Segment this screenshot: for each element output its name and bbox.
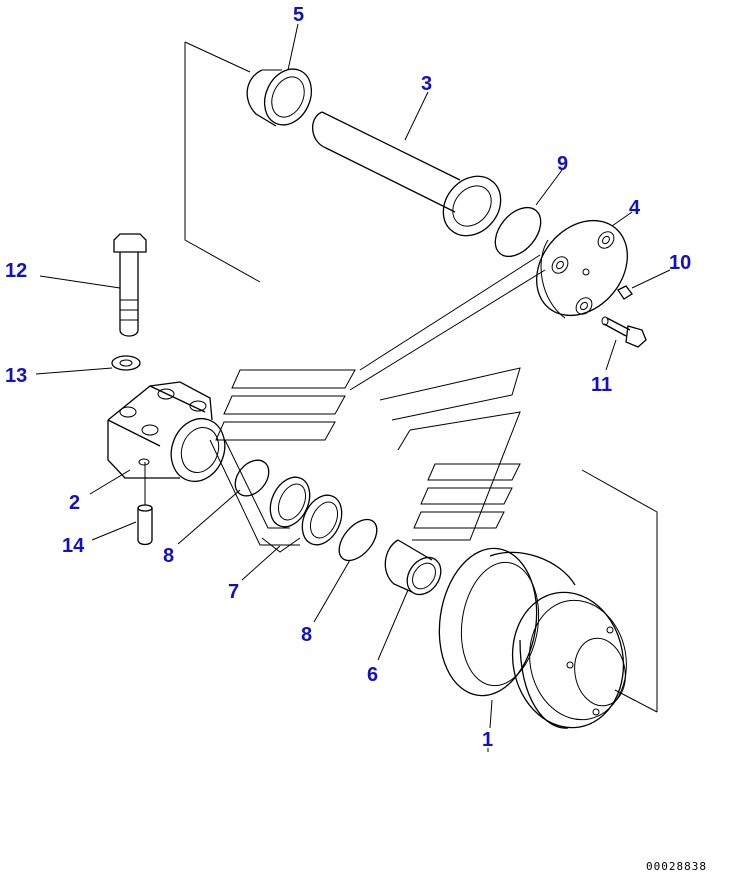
frame-bracket-right bbox=[581, 469, 658, 713]
callout-7: 7 bbox=[228, 581, 239, 603]
frame-bracket-top bbox=[184, 41, 261, 283]
collar-part-5 bbox=[246, 68, 313, 127]
callout-10: 10 bbox=[669, 252, 691, 274]
bolt-part-11 bbox=[601, 316, 647, 348]
callout-8-upper: 8 bbox=[163, 545, 174, 567]
o-ring-part-8-upper bbox=[234, 459, 270, 497]
callout-3: 3 bbox=[421, 73, 432, 95]
callout-12: 12 bbox=[5, 260, 27, 282]
cover-plate-part-4 bbox=[536, 219, 628, 319]
pin-part-14 bbox=[137, 462, 153, 546]
long-bolt-part-12 bbox=[113, 233, 147, 337]
callout-4: 4 bbox=[629, 197, 641, 219]
callout-5: 5 bbox=[293, 4, 304, 26]
bushing-part-6 bbox=[384, 539, 442, 596]
callout-1: 1 bbox=[482, 729, 493, 751]
callout-13: 13 bbox=[5, 365, 27, 387]
callout-8-lower: 8 bbox=[301, 624, 312, 646]
plug-part-10 bbox=[617, 285, 633, 300]
callout-9: 9 bbox=[557, 153, 568, 175]
seal-part-7 bbox=[261, 476, 343, 553]
o-ring-part-8-lower bbox=[338, 518, 378, 562]
callout-11: 11 bbox=[591, 374, 612, 396]
document-number: 00028838 bbox=[646, 860, 707, 873]
leader-lines bbox=[35, 23, 671, 752]
watermark-logo bbox=[209, 254, 546, 546]
callout-6: 6 bbox=[367, 664, 378, 686]
callout-2: 2 bbox=[69, 492, 80, 514]
callout-14: 14 bbox=[62, 535, 85, 557]
roller-part-1 bbox=[438, 547, 627, 729]
bracket-part-2 bbox=[107, 381, 226, 483]
o-ring-part-9 bbox=[494, 206, 542, 258]
shaft-part-3 bbox=[312, 111, 502, 237]
washer-part-13 bbox=[111, 355, 141, 371]
